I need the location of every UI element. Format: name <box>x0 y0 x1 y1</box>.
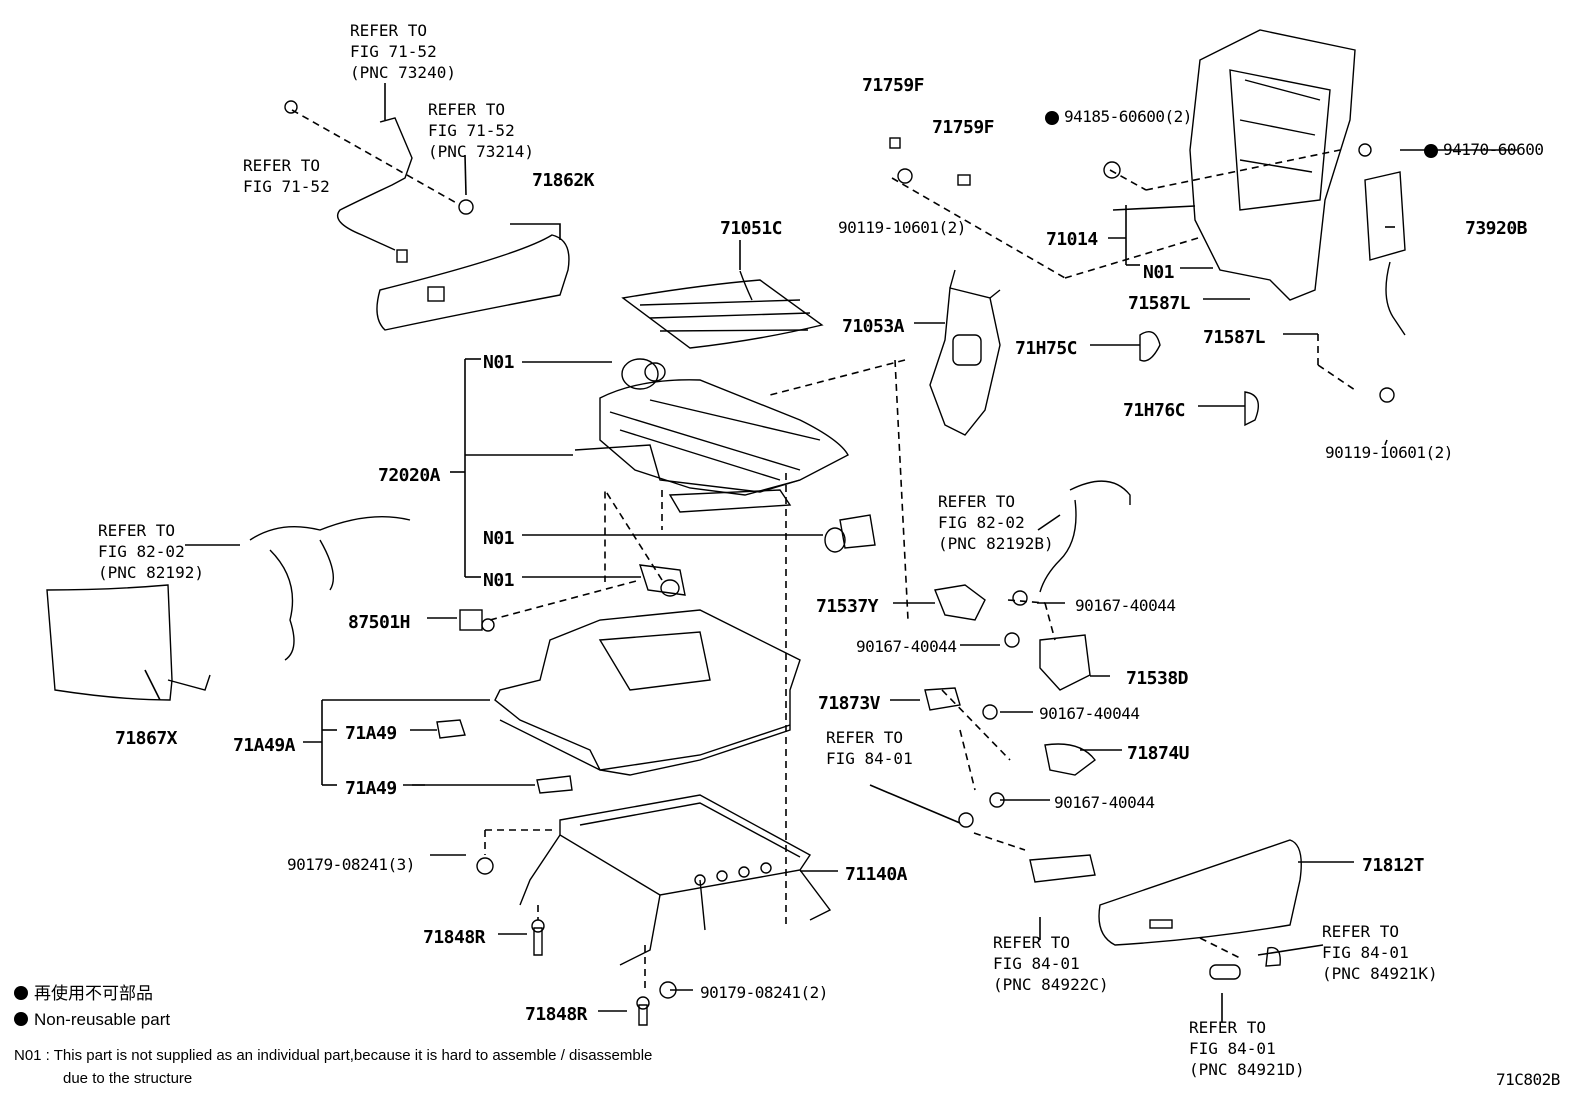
non-reusable-marker <box>1424 144 1438 158</box>
part-label-72020a: 72020A <box>378 465 441 486</box>
part-label-71a49a: 71A49A <box>233 735 296 756</box>
part-label-87501h: 87501H <box>348 612 411 633</box>
part-label-71051c: 71051C <box>720 218 783 239</box>
part-label-71862k: 71862K <box>532 170 595 191</box>
part-label-90119-10601: 90119-10601(2) <box>838 218 966 237</box>
non-reusable-dot-icon <box>14 1012 28 1026</box>
part-label-n01-motor-2: N01 <box>483 528 515 549</box>
part-label-71h75c: 71H75C <box>1015 338 1078 359</box>
part-label-n01-motor-3: N01 <box>483 570 515 591</box>
legend: 再使用不可部品 Non-reusable part <box>14 981 170 1033</box>
part-label-71587l: 71587L <box>1128 293 1191 314</box>
part-label-n01-motor: N01 <box>483 352 515 373</box>
part-label-90119-10601-2: 90119-10601(2) <box>1325 443 1453 462</box>
part-label-90167-40044-3: 90167-40044 <box>1039 704 1140 723</box>
part-label-90167-40044-2: 90167-40044 <box>856 637 957 656</box>
part-label-71a49: 71A49 <box>345 723 397 744</box>
dashed-lines <box>291 109 1356 990</box>
legend-item-jp: 再使用不可部品 <box>14 981 170 1007</box>
part-label-71538d: 71538D <box>1126 668 1189 689</box>
part-label-94170-60600: 94170-60600 <box>1443 140 1544 159</box>
part-label-71h76c: 71H76C <box>1123 400 1186 421</box>
part-label-71874u: 71874U <box>1127 743 1190 764</box>
non-reusable-marker <box>1045 111 1059 125</box>
part-label-71587l-2: 71587L <box>1203 327 1266 348</box>
n01-footnote: N01 : This part is not supplied as an in… <box>14 1047 653 1087</box>
part-label-71053a: 71053A <box>842 316 905 337</box>
part-label-71848r: 71848R <box>423 927 486 948</box>
component-shapes <box>46 29 1406 1026</box>
part-label-94185-60600: 94185-60600(2) <box>1064 107 1192 126</box>
part-label-71812t: 71812T <box>1362 855 1425 876</box>
part-label-71537y: 71537Y <box>816 596 879 617</box>
legend-item-en: Non-reusable part <box>14 1007 170 1033</box>
part-label-90179-08241: 90179-08241(3) <box>287 855 415 874</box>
part-label-n01: N01 <box>1143 262 1175 283</box>
part-label-73920b: 73920B <box>1465 218 1528 239</box>
part-label-71867x: 71867X <box>115 728 178 749</box>
part-label-71848r-2: 71848R <box>525 1004 588 1025</box>
part-label-71014: 71014 <box>1046 229 1098 250</box>
part-label-90167-40044: 90167-40044 <box>1075 596 1176 615</box>
part-label-71140a: 71140A <box>845 864 908 885</box>
figure-id: 71C802B <box>1496 1070 1560 1089</box>
leader-lines <box>144 83 1517 1022</box>
part-label-71759f-2: 71759F <box>932 117 995 138</box>
part-label-71873v: 71873V <box>818 693 881 714</box>
part-label-71759f: 71759F <box>862 75 925 96</box>
part-label-90167-40044-4: 90167-40044 <box>1054 793 1155 812</box>
non-reusable-dot-icon <box>14 986 28 1000</box>
part-label-71a49-2: 71A49 <box>345 778 397 799</box>
part-label-90179-08241-2: 90179-08241(2) <box>700 983 828 1002</box>
